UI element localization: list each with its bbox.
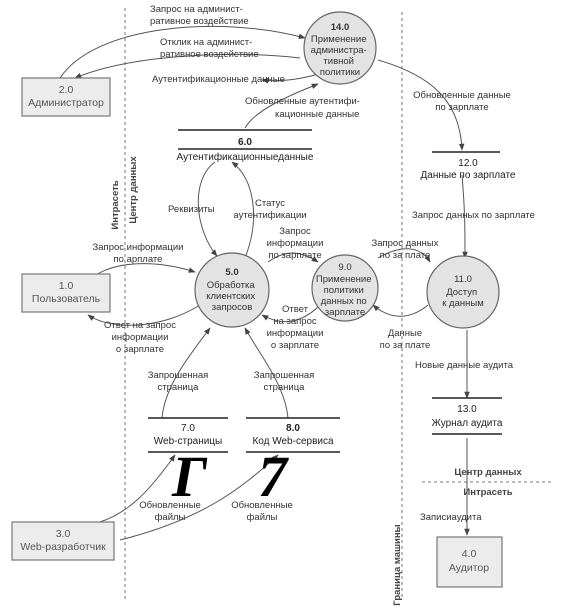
flow-auth-status — [231, 161, 255, 259]
flow-info-resp-user — [87, 304, 201, 326]
external-auditor-num: 4.0 — [462, 548, 477, 560]
store-7: 7.0 Web-страницы — [148, 417, 228, 453]
flow-requisites — [197, 161, 218, 257]
label-intranet-right: Интрасеть — [463, 487, 512, 498]
flow-label-audit-write: Записиаудита — [420, 512, 482, 523]
process-5-num: 5.0 — [225, 267, 238, 278]
external-admin-num: 2.0 — [59, 84, 74, 96]
flow-info-req-mid — [267, 252, 319, 263]
external-webdev-label: Web-разработчик — [20, 541, 106, 553]
store-13-label: Журнал аудита — [432, 418, 503, 429]
store-6-label: Аутентификационныеданные — [177, 151, 314, 163]
label-datacenter-left: Центр данных — [128, 156, 139, 224]
process-14: 14.0 Применение администра- тивной полит… — [303, 11, 377, 85]
store-12-label: Данные по зарплате — [421, 170, 516, 181]
process-14-label: Применение администра- тивной политики — [311, 34, 370, 78]
external-admin: 2.0 Администратор — [21, 77, 111, 117]
external-user-label: Пользователь — [32, 293, 101, 305]
store-8-label: Код Web-сервиса — [252, 436, 334, 447]
store-12-num: 12.0 — [458, 158, 478, 169]
store-12: 12.0 Данные по зарплате — [421, 151, 516, 181]
external-webdev: 3.0 Web-разработчик — [11, 521, 115, 561]
store-13-num: 13.0 — [457, 404, 477, 415]
flow-files-upd-8 — [119, 454, 279, 541]
handwritten-letter: Г — [171, 444, 208, 509]
flow-label-requisites: Реквизиты — [168, 204, 215, 215]
flow-data-req-11 — [461, 174, 468, 259]
flow-admin-response — [74, 53, 301, 79]
label-datacenter-right: Центр данных — [454, 467, 522, 478]
process-9-label: Применение политики данных по зарплате — [316, 274, 374, 318]
store-8: 8.0 Код Web-сервиса — [246, 417, 340, 453]
boundaries: Интрасеть Центр данных Граница машины Це… — [110, 8, 552, 606]
process-9: 9.0 Применение политики данных по зарпла… — [311, 254, 379, 322]
flows — [59, 25, 470, 541]
flow-salary-updated — [377, 59, 465, 151]
label-machine-boundary: Граница машины — [392, 524, 403, 605]
flow-label-auth-data: Аутентификационные данные — [152, 74, 285, 85]
process-5-label: Обработка клиентских запросов — [206, 280, 258, 313]
store-8-num: 8.0 — [286, 423, 300, 434]
flow-page-req-7 — [161, 327, 211, 419]
flow-data-req-right — [377, 248, 431, 263]
flow-admin-request — [59, 25, 306, 79]
process-5: 5.0 Обработка клиентских запросов — [194, 252, 270, 328]
process-11: 11.0 Доступ к данным — [426, 255, 500, 329]
external-webdev-num: 3.0 — [56, 528, 71, 540]
flow-labels: Запрос на админист-ративное воздействие … — [93, 4, 535, 523]
flow-info-resp-mid — [261, 304, 321, 323]
flow-label-admin-response: Отклик на админист-ративное воздействие — [160, 37, 259, 60]
flow-label-admin-request: Запрос на админист-ративное воздействие — [150, 4, 249, 27]
store-6: 6.0 Аутентификационныеданные — [177, 129, 314, 163]
flow-files-upd-7 — [99, 454, 176, 523]
external-admin-label: Администратор — [28, 97, 104, 109]
flow-label-audit-new: Новые данные аудита — [415, 360, 514, 371]
store-6-num: 6.0 — [238, 137, 252, 148]
process-14-num: 14.0 — [331, 22, 350, 33]
handwritten-marks: Г 7 — [171, 444, 289, 509]
flow-data-right — [372, 304, 429, 317]
process-9-num: 9.0 — [338, 262, 351, 273]
external-auditor-label: Аудитор — [449, 562, 489, 574]
store-7-label: Web-страницы — [154, 436, 222, 447]
external-user: 1.0 Пользователь — [21, 273, 111, 313]
store-13: 13.0 Журнал аудита — [432, 397, 503, 435]
process-11-label: Доступ к данным — [442, 287, 483, 309]
store-7-num: 7.0 — [181, 423, 195, 434]
flow-label-auth-updated: Обновленные аутентифи-кационные данные — [245, 96, 360, 120]
flow-page-req-8 — [244, 327, 289, 419]
label-intranet-left: Интрасеть — [110, 180, 121, 229]
external-auditor: 4.0 Аудитор — [436, 536, 503, 588]
flow-auth-updated — [244, 83, 319, 129]
process-11-num: 11.0 — [454, 274, 472, 285]
handwritten-digit: 7 — [258, 444, 289, 509]
flow-label-data-req-11: Запрос данных по зарплате — [412, 210, 535, 221]
external-user-num: 1.0 — [59, 280, 74, 292]
